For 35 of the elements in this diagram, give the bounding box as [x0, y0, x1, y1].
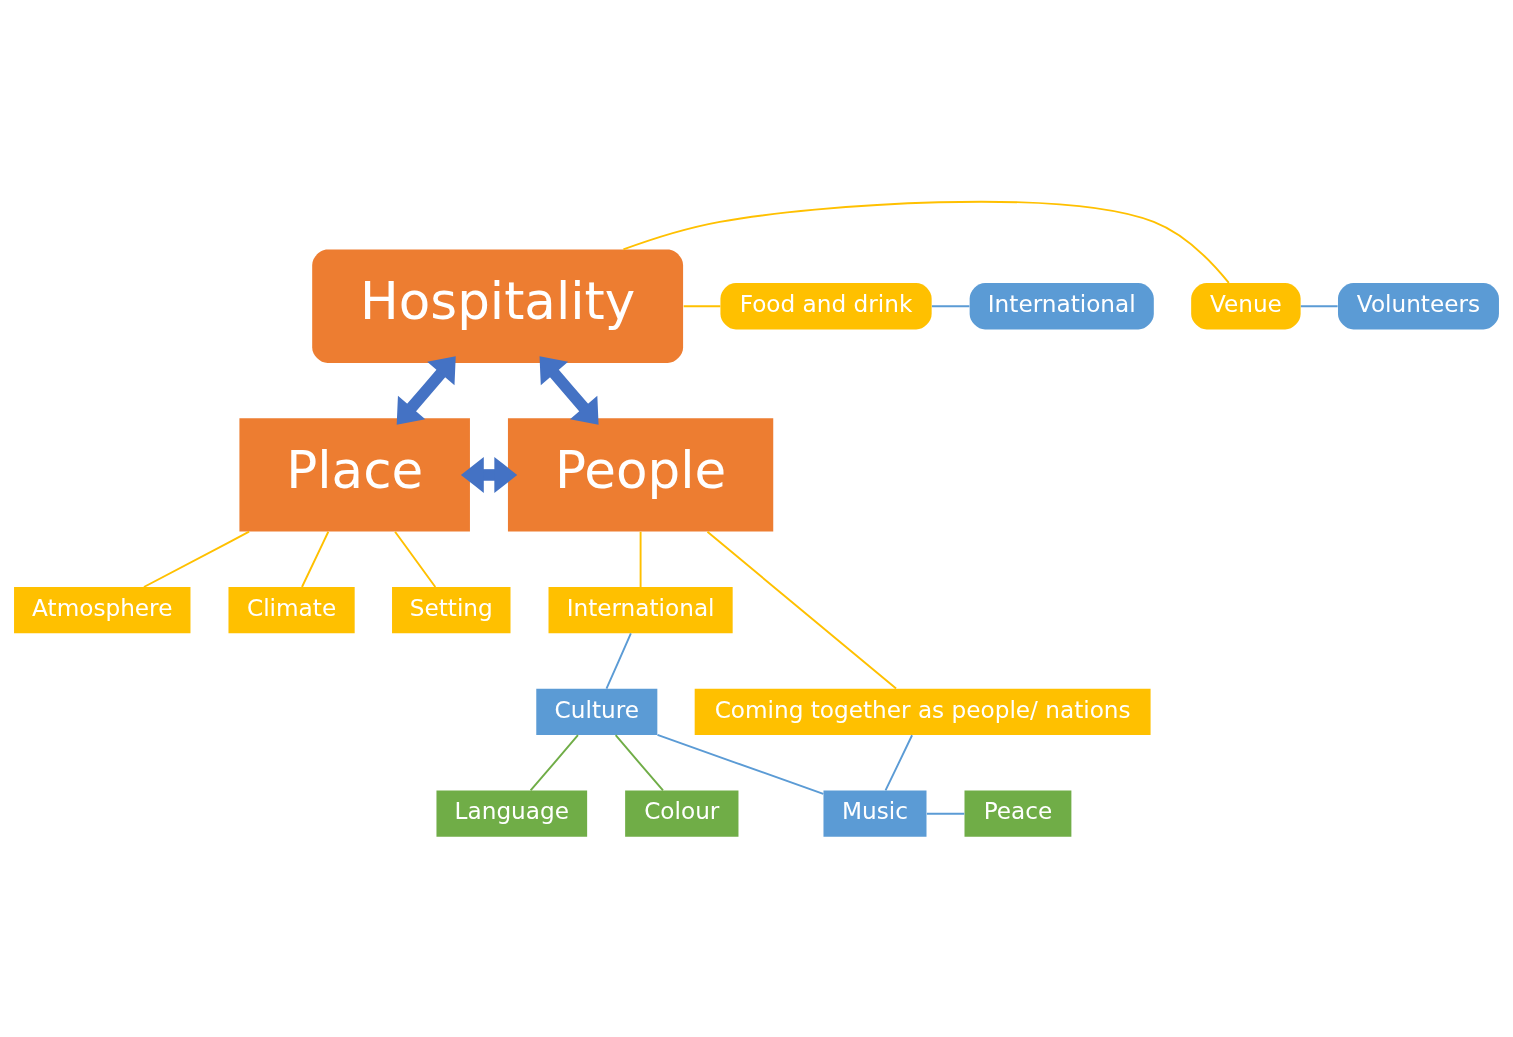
- node-box: Coming together as people/ nations: [694, 688, 1151, 735]
- node-box: Music: [823, 790, 927, 837]
- node-box: Peace: [964, 790, 1072, 837]
- connector: [301, 530, 330, 588]
- node-box: Climate: [228, 586, 355, 633]
- node-box: International: [969, 282, 1154, 329]
- connector: [884, 733, 914, 791]
- node-box: Place: [239, 417, 470, 532]
- node-box: Language: [436, 790, 588, 837]
- node-box: Venue: [1191, 282, 1301, 329]
- connector: [605, 632, 632, 690]
- arrow: [539, 355, 599, 425]
- node-box: Hospitality: [312, 249, 684, 363]
- connector: [529, 733, 579, 791]
- connector: [143, 530, 251, 588]
- node-box: Volunteers: [1338, 282, 1499, 329]
- connector: [930, 304, 971, 307]
- node-box: Culture: [536, 688, 658, 735]
- connector: [394, 530, 437, 588]
- node-box: Food and drink: [720, 282, 932, 329]
- node-box: International: [548, 586, 733, 633]
- node-box: Setting: [392, 586, 511, 633]
- arrow: [460, 456, 518, 493]
- connector: [622, 200, 1230, 284]
- node-box: Colour: [625, 790, 739, 837]
- node-box: Atmosphere: [14, 586, 191, 633]
- connector: [656, 733, 825, 795]
- connector: [1299, 304, 1339, 307]
- connector: [925, 812, 966, 815]
- connector: [614, 733, 664, 791]
- connector: [639, 530, 642, 588]
- arrow: [396, 355, 456, 425]
- connector: [706, 530, 898, 689]
- node-box: People: [507, 417, 774, 532]
- connector: [682, 304, 722, 307]
